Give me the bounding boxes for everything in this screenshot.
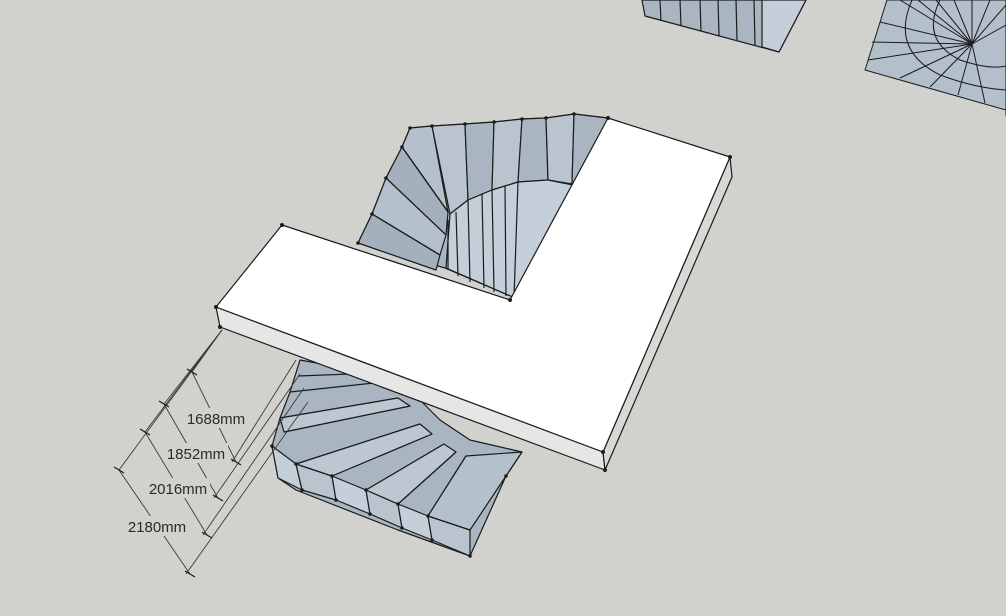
dimension-label-1852: 1852mm [167,446,225,463]
dimension-label-2016: 2016mm [149,481,207,498]
l-shaped-floor-slab[interactable] [214,116,733,472]
dimension-label-2180: 2180mm [128,519,186,536]
dimension-label-bg [164,443,228,463]
upper-staircase-flight[interactable] [356,112,610,299]
dimension-label-bg [125,516,189,536]
partial-staircase-top-center[interactable] [641,0,807,53]
partial-spiral-staircase-top-right[interactable] [864,0,1006,117]
dimension-label-bg [184,408,248,428]
dimension-label-1688: 1688mm [187,411,245,428]
lower-staircase-flight[interactable] [270,359,523,558]
dimension-label-bg [146,478,210,498]
dimension-annotations [113,329,309,578]
